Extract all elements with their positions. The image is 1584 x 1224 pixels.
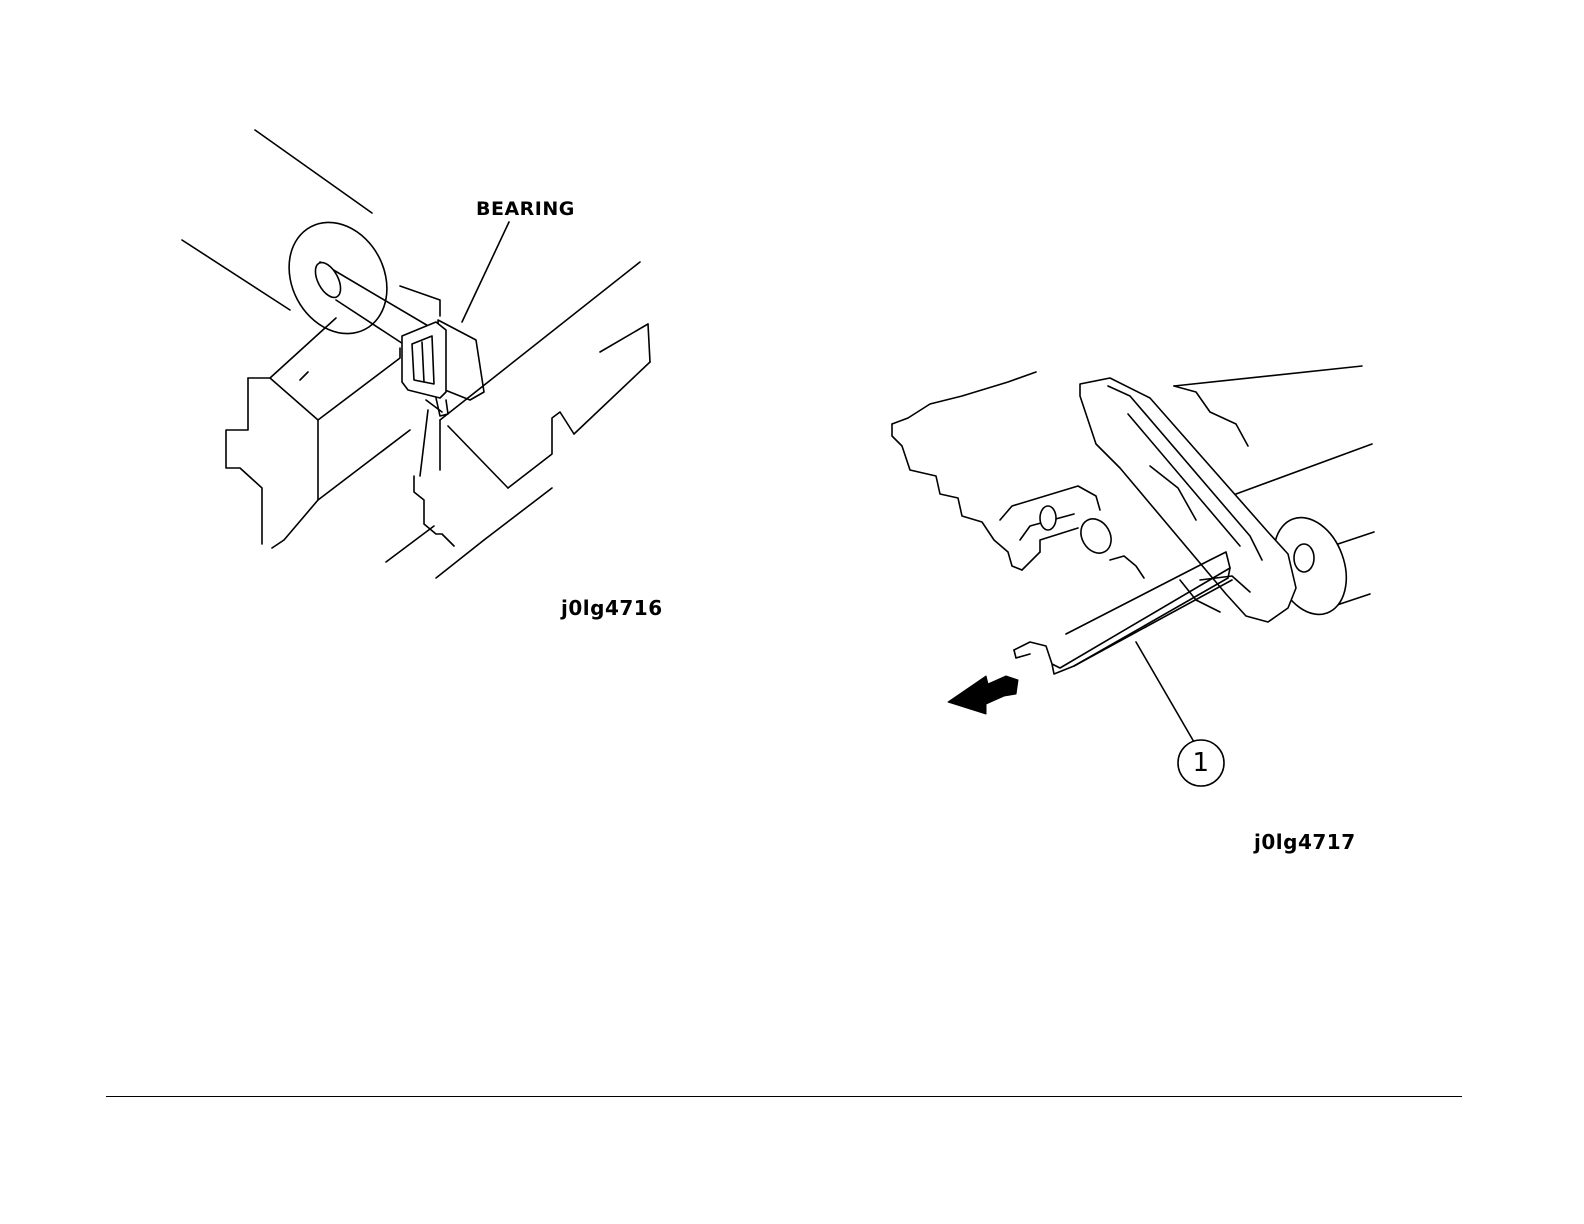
removed-part (1014, 552, 1232, 674)
pull-direction-arrow (948, 676, 1018, 714)
bearing-callout-label: BEARING (476, 198, 575, 220)
bracket (1080, 378, 1296, 622)
housing (892, 372, 1100, 570)
figure-id-label: j0lg4717 (1254, 830, 1356, 854)
part-removal-illustration (880, 350, 1400, 870)
callout-leader-line (1136, 642, 1194, 742)
figure-id-label: j0lg4716 (561, 596, 663, 620)
bearing-leader-line (462, 222, 509, 322)
roller (182, 130, 406, 351)
bearing-removal-illustration (150, 110, 710, 630)
callout-number: 1 (1178, 740, 1224, 786)
bearing (400, 286, 484, 416)
footer-divider (106, 1096, 1462, 1097)
